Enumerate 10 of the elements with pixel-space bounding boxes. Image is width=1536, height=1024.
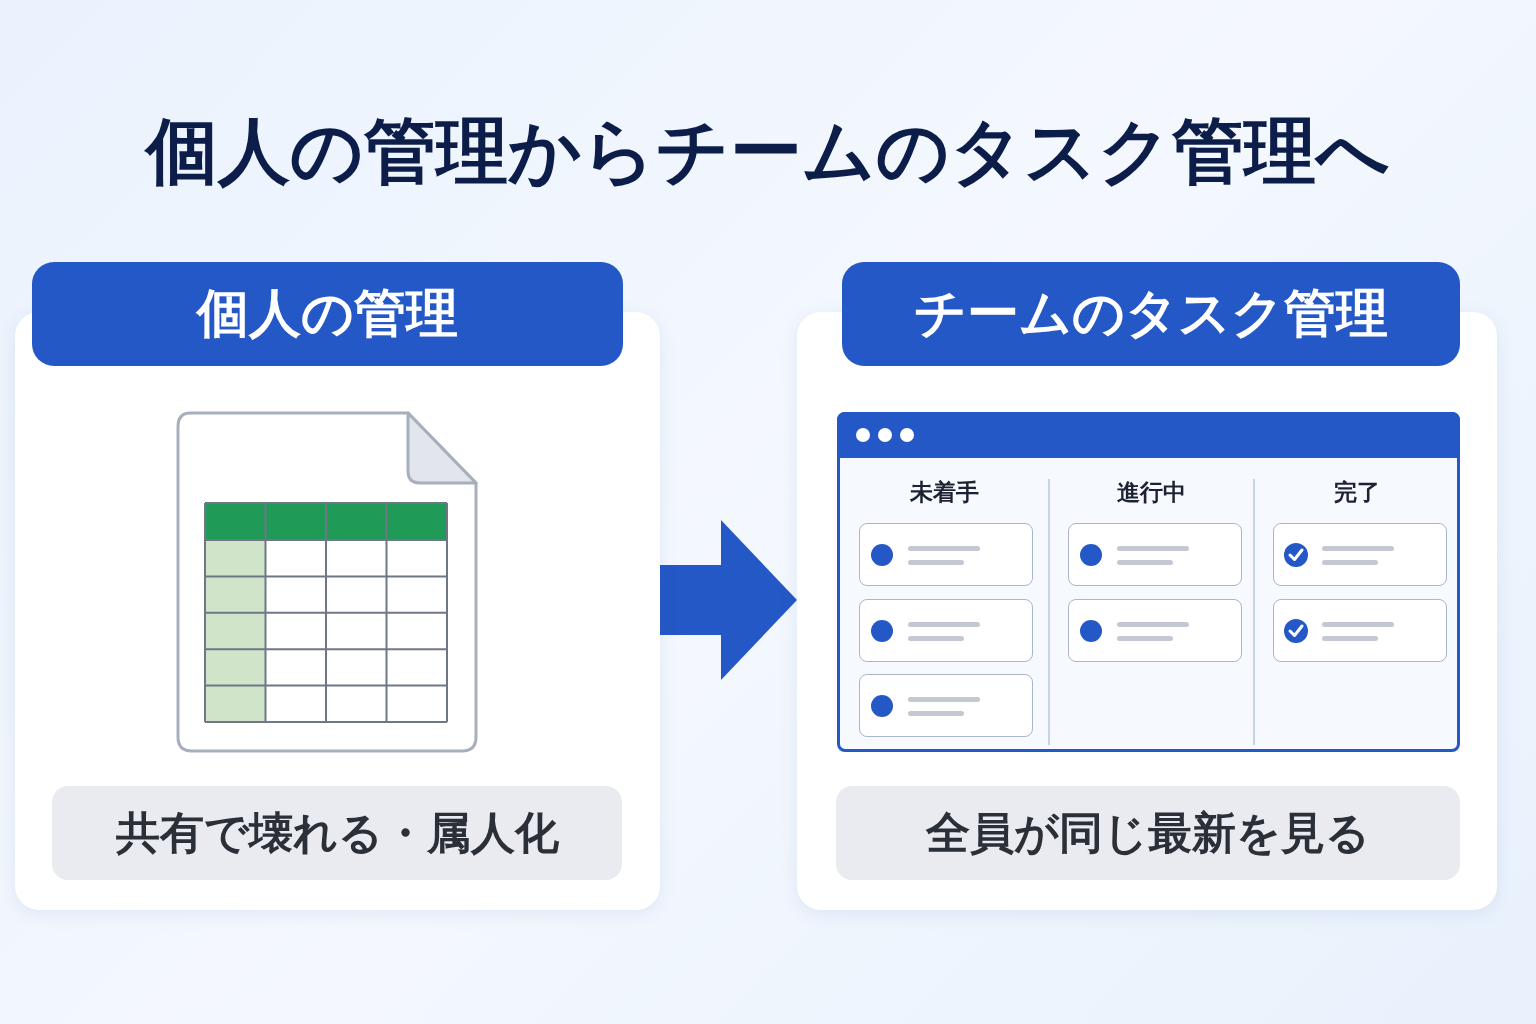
header-tab: 個人の管理	[32, 262, 623, 366]
column-heading: 進行中	[1116, 479, 1186, 505]
arrow	[660, 520, 797, 680]
column-heading: 完了	[1334, 479, 1380, 505]
header-tab: チームのタスク管理	[842, 262, 1460, 366]
title: 個人の管理からチームのタスク管理へ	[146, 109, 1390, 193]
caption-box: 共有で壊れる・属人化	[52, 786, 622, 880]
column-heading: 未着手	[909, 479, 979, 505]
kanban-board	[837, 412, 1460, 752]
caption-box: 全員が同じ最新を見る	[836, 786, 1460, 880]
